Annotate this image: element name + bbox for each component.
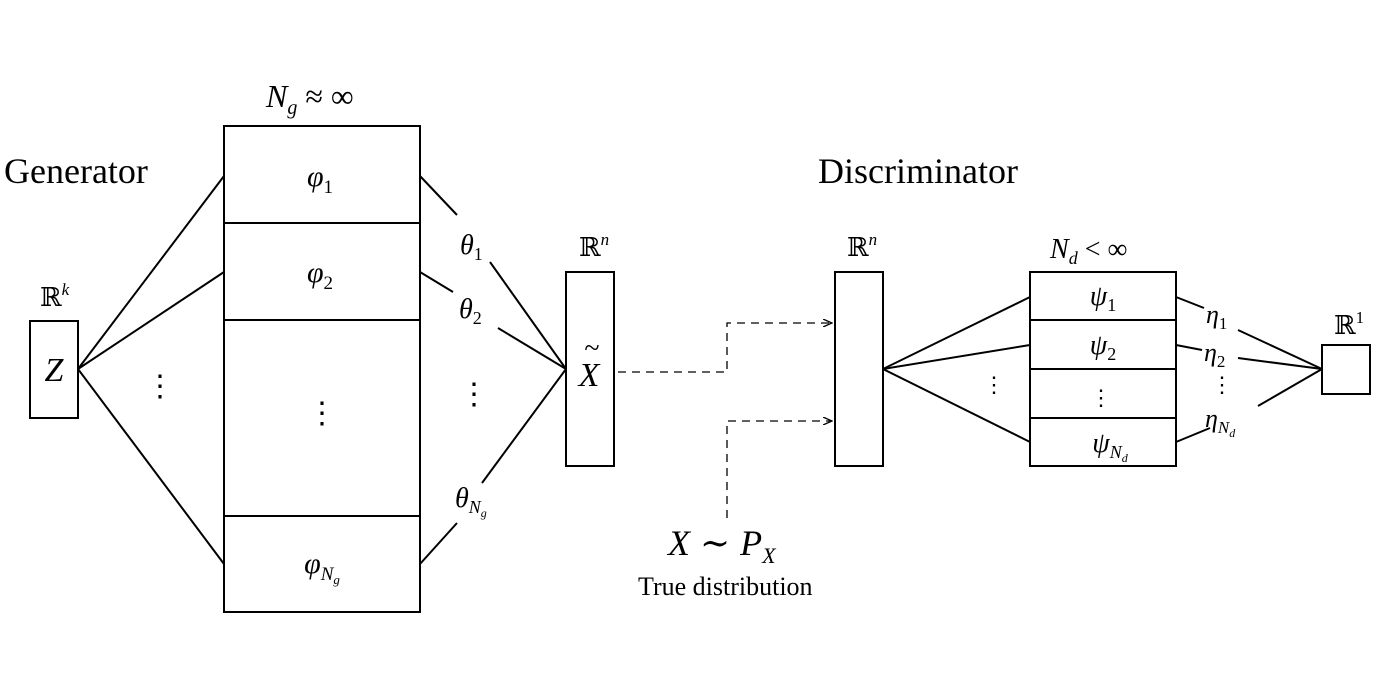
discriminator-output-space-label: ℝ1 (1334, 308, 1364, 341)
latent-space-label: ℝk (40, 280, 70, 313)
latent-to-generator-connections (77, 175, 225, 565)
eta-weight-1: η1 (1206, 300, 1227, 333)
theta-weight-1: θ1 (460, 230, 483, 264)
true-distribution-label: True distribution (638, 572, 813, 601)
eta-weight-nd: ηNd (1205, 404, 1236, 440)
generator-output-space-label: ℝn (579, 230, 609, 263)
eta-weight-2: η2 (1204, 338, 1225, 371)
eta-connections (1175, 296, 1323, 443)
discriminator-input-space-label: ℝn (847, 230, 877, 263)
sample-flow-arrows (618, 323, 832, 518)
generator-blocks: φ1 φ2 ⋮ φNg (223, 125, 421, 613)
discriminator-block-1: ψ1 (1090, 281, 1116, 315)
generator-width-label: Ng ≈ ∞ (265, 78, 354, 119)
generated-sample-box (565, 271, 615, 467)
discriminator-block-nd: ψNd (1092, 428, 1128, 465)
discriminator-input-connections (882, 296, 1031, 443)
generator-block-2: φ2 (307, 256, 333, 294)
generator-block-ellipsis: ⋮ (307, 397, 337, 430)
theta-weight-2: θ2 (459, 294, 482, 328)
latent-input-box (29, 320, 79, 419)
generator-column (223, 125, 421, 613)
generator-block-1: φ1 (307, 160, 333, 198)
generated-sample-x: X (577, 357, 601, 394)
generator-block-ng: φNg (304, 547, 340, 587)
discriminator-output-box (1321, 344, 1371, 395)
theta-weight-ng: θNg (455, 483, 487, 520)
generator-title: Generator (4, 151, 148, 191)
discriminator-width-label: Nd < ∞ (1049, 234, 1127, 268)
true-sample-expression: X∼PX (666, 523, 777, 568)
discriminator-block-2: ψ2 (1090, 330, 1116, 364)
discriminator-title: Discriminator (818, 151, 1018, 191)
discriminator-input-box (834, 271, 884, 467)
discriminator-input-ellipsis: ⋮ (983, 372, 1005, 397)
latent-connections-ellipsis: ⋮ (145, 370, 175, 403)
latent-variable-z: Z (45, 352, 65, 389)
theta-weight-ellipsis: ⋮ (459, 378, 489, 411)
eta-weight-ellipsis: ⋮ (1211, 372, 1233, 397)
discriminator-blocks: ψ1 ψ2 ⋮ ψNd (1029, 271, 1177, 467)
discriminator-block-ellipsis: ⋮ (1090, 385, 1112, 410)
theta-connections (419, 175, 567, 565)
generated-sample-tilde: ~ (584, 333, 599, 364)
